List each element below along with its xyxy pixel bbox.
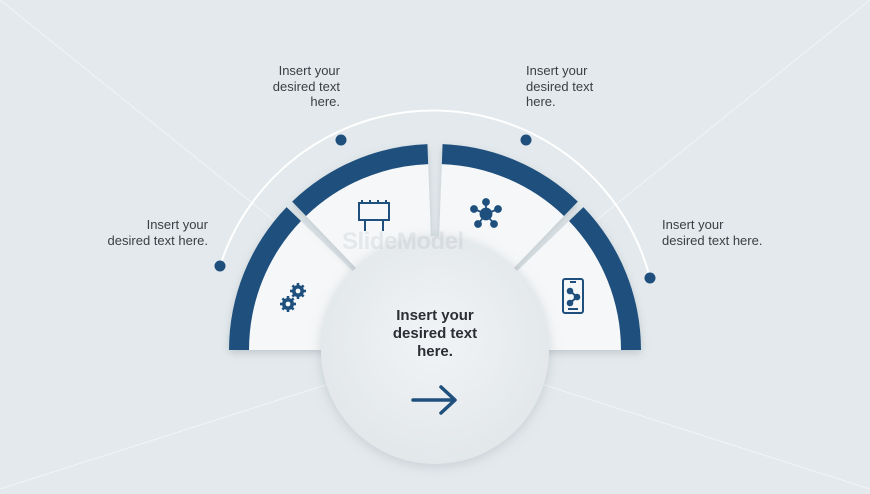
segment-4-band [569, 207, 641, 350]
callout-left: Insert your desired text here. [107, 217, 208, 248]
outer-arc-line [219, 109, 651, 279]
segment-3-band [441, 144, 578, 216]
center-disc [321, 236, 549, 464]
arc-dot-2 [335, 134, 347, 146]
billboard-icon [358, 200, 390, 231]
arc-dot-4 [644, 272, 656, 284]
callout-right: Insert your desired text here. [662, 217, 763, 248]
watermark: SlideModel [342, 228, 464, 255]
callout-top-left: Insert your desired text here. [272, 63, 340, 109]
segment-2-band [292, 144, 429, 216]
segment-1-band [229, 207, 301, 350]
arc-dot-1 [214, 260, 226, 272]
network-icon [470, 198, 502, 228]
arc-dot-3 [520, 134, 532, 146]
right-arrow-icon [411, 385, 457, 415]
mobile-phone-icon [562, 278, 584, 314]
center-text: Insert your desired text here. [392, 307, 478, 360]
callout-top-right: Insert your desired text here. [526, 63, 594, 109]
gears-icon [280, 283, 306, 312]
